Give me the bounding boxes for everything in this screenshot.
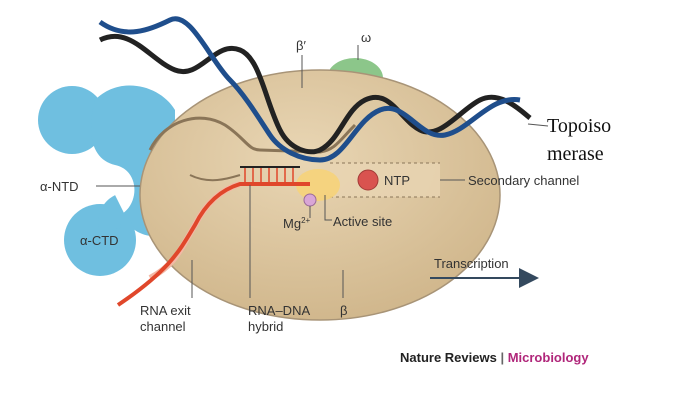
dna-channel-outline <box>148 116 357 154</box>
rna-dna-label-line1: RNA–DNA <box>248 303 310 318</box>
credit-section: Microbiology <box>508 350 590 365</box>
alpha-subunit-group <box>38 85 175 276</box>
rna-dna-label-line2: hybrid <box>248 319 283 334</box>
secondary-channel <box>330 163 440 197</box>
rna-dna-hybrid-ladder <box>240 166 300 182</box>
rna-exit-label-line1: RNA exit <box>140 303 191 318</box>
ntp-molecule <box>357 169 379 191</box>
mg-label-text: Mg <box>283 216 301 231</box>
ntp-label: NTP <box>384 173 410 188</box>
topoisomerase-label-line1: Topoiso <box>547 115 611 137</box>
alpha-ctd-label: α-CTD <box>80 233 119 248</box>
beta-prime-label: β′ <box>296 38 306 53</box>
rna-strand <box>116 182 310 307</box>
dna-template-strand <box>98 16 521 163</box>
active-site-region <box>296 169 340 201</box>
topoisomerase-pointer <box>527 123 549 127</box>
active-site-pointer <box>324 195 332 221</box>
mg-ion <box>303 193 317 207</box>
beta-label: β <box>340 303 347 318</box>
credit-journal: Nature Reviews <box>400 350 497 365</box>
dna-nontemplate-strand <box>98 33 532 155</box>
alpha-ntd-label: α-NTD <box>40 179 79 194</box>
alpha-upper-lobe <box>38 86 106 154</box>
transcription-label: Transcription <box>434 256 509 271</box>
omega-label: ω <box>361 30 371 45</box>
topoisomerase-label-line2: merase <box>547 143 604 165</box>
active-site-label: Active site <box>333 214 392 229</box>
alpha-linker <box>98 195 126 233</box>
credit-separator: | <box>497 350 508 365</box>
journal-credit: Nature Reviews | Microbiology <box>400 350 589 365</box>
rna-exit-label-line2: channel <box>140 319 186 334</box>
secondary-channel-label: Secondary channel <box>468 173 579 188</box>
mg-label-superscript: 2+ <box>301 216 310 225</box>
downstream-channel-outline <box>189 174 241 182</box>
mg-label: Mg2+ <box>283 216 311 231</box>
